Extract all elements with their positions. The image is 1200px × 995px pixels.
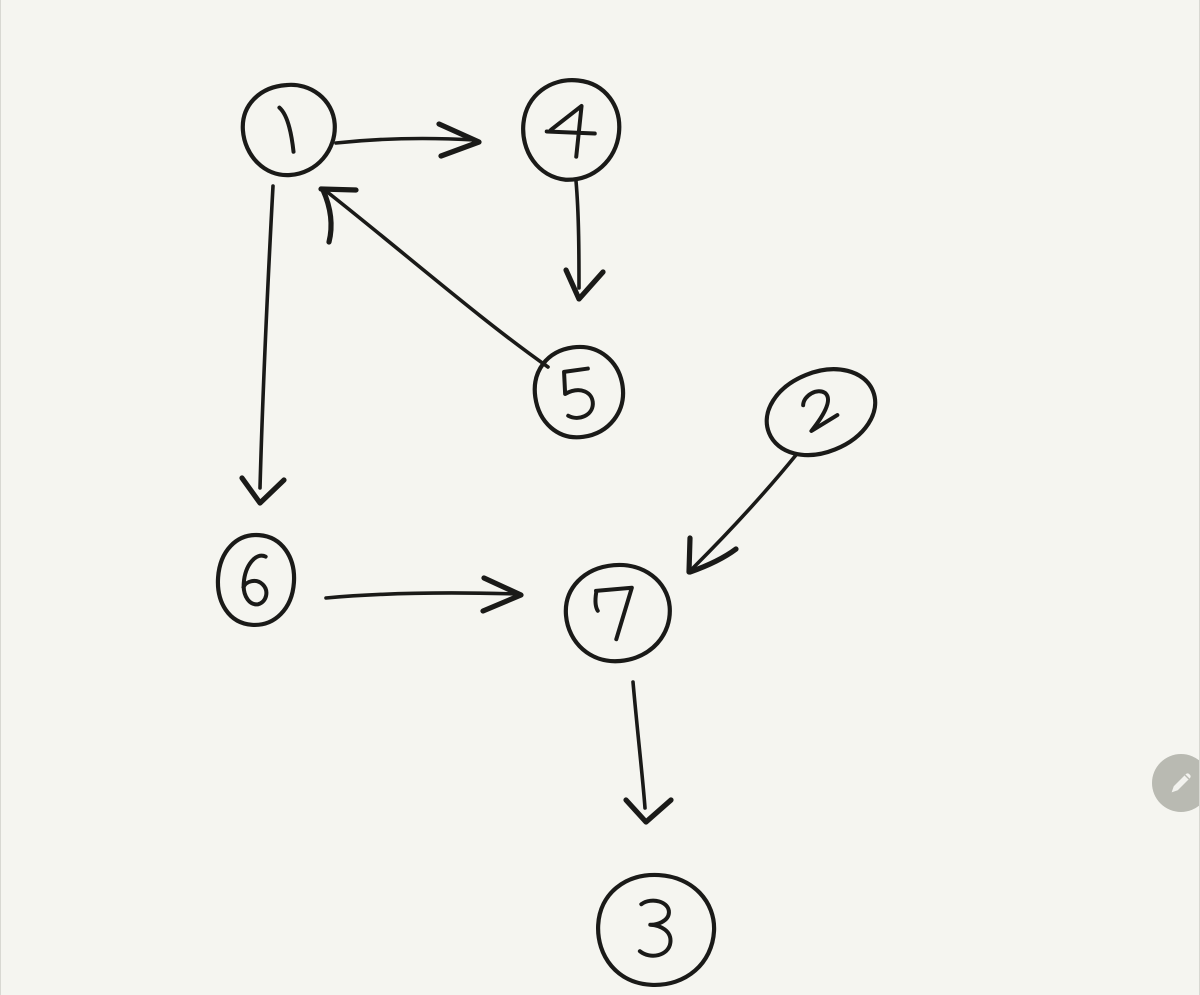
node-1[interactable] [240,82,338,178]
edge-4-dangling[interactable] [563,179,606,302]
edge-6-to-7[interactable] [324,575,524,614]
node-4[interactable] [518,75,624,184]
node-5[interactable] [529,341,629,442]
edge-1-to-4[interactable] [334,121,482,159]
node-2[interactable] [754,354,888,470]
edge-7-to-3[interactable] [623,680,674,825]
node-7[interactable] [562,561,674,666]
edge-1-to-6[interactable] [239,184,287,506]
edge-2-to-7[interactable] [686,453,798,575]
edit-fab-button[interactable] [1152,754,1199,812]
node-6[interactable] [215,532,297,627]
node-3[interactable] [595,872,717,988]
edge-5-to-1[interactable] [318,186,550,369]
pencil-icon [1166,768,1196,798]
